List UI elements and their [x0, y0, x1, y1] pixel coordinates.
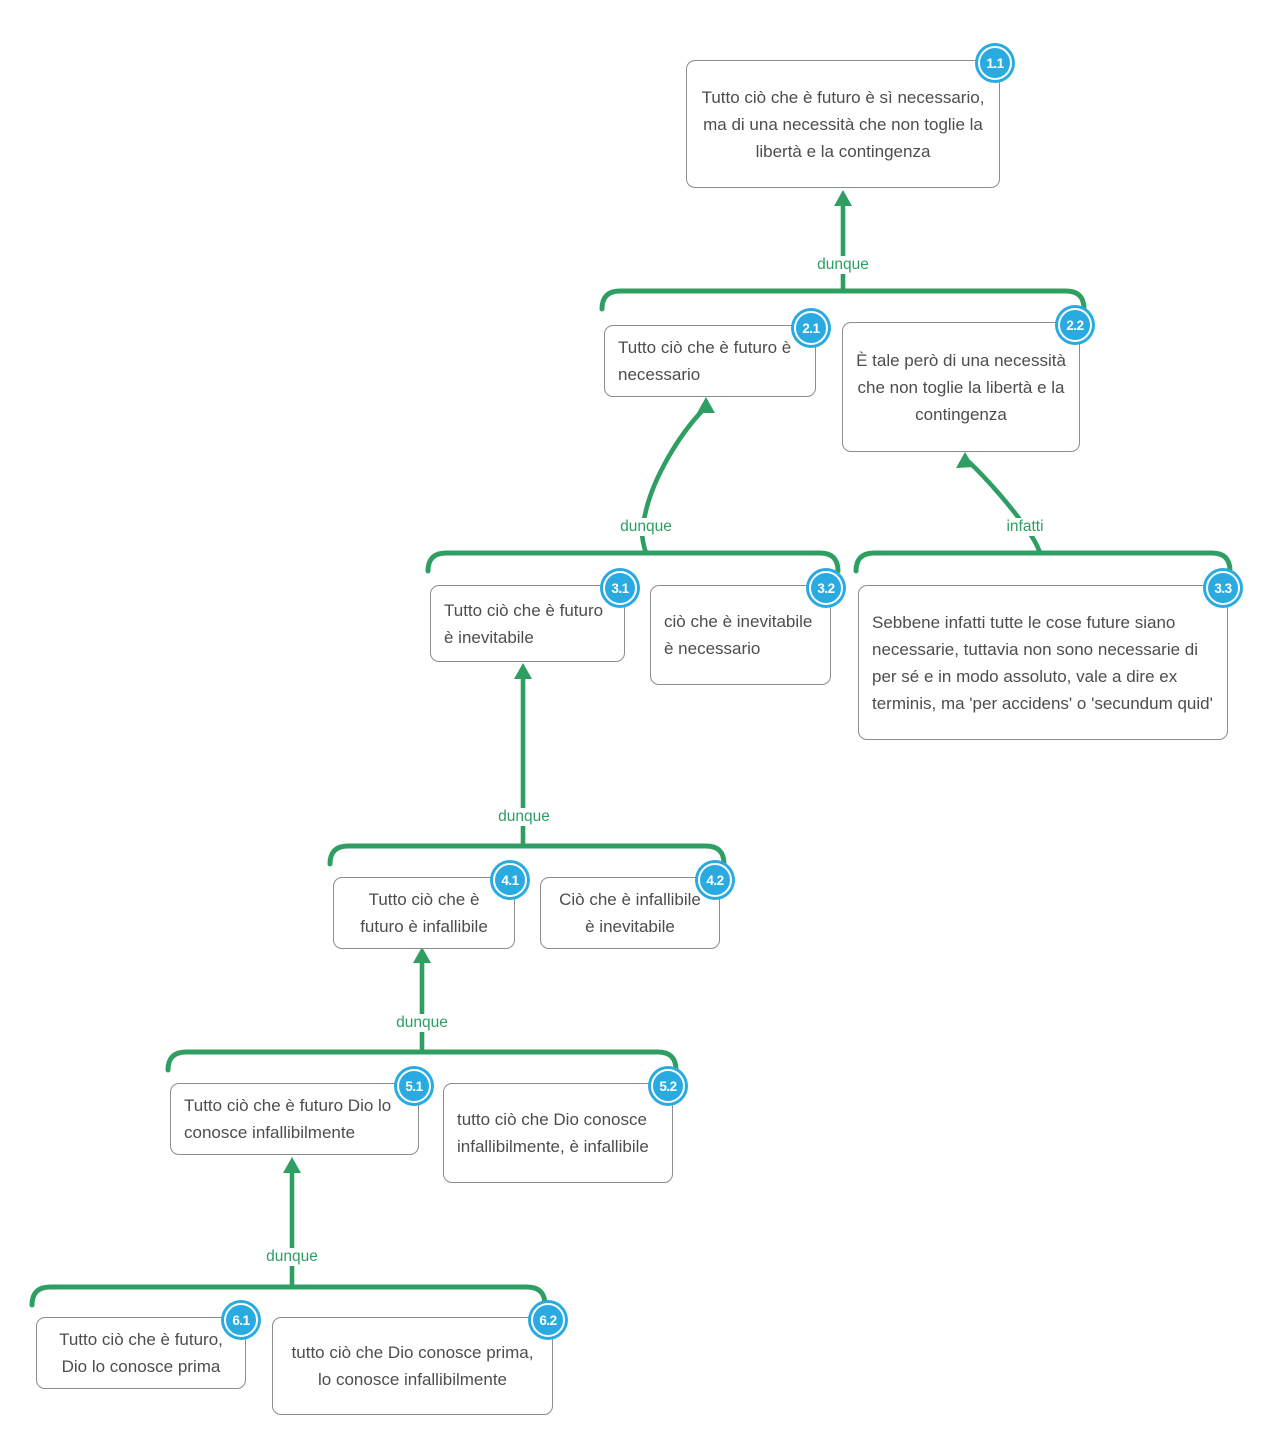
claim-box-5-2[interactable]: 5.2 tutto ciò che Dio conosce infallibil…	[443, 1069, 685, 1183]
claim-text-3-1: Tutto ciò che è futuro è inevitabile	[444, 600, 604, 647]
claim-box-3-2[interactable]: 3.2 ciò che è inevitabile è necessario	[650, 571, 843, 685]
arrow-level3-to-2-1	[639, 407, 706, 556]
arrowhead-to-2-1	[697, 397, 715, 413]
claim-box-4-1[interactable]: 4.1 Tutto ciò che è futuro è infallibile	[333, 863, 527, 949]
node-id-badge-5-2: 5.2	[651, 1069, 685, 1103]
claim-text-1-1: Tutto ciò che è futuro è sì necessario, …	[701, 87, 985, 161]
bracket-level-6	[29, 1284, 548, 1308]
bracket-level-3-right	[853, 550, 1233, 574]
bracket-level-5	[165, 1049, 679, 1073]
node-id-badge-5-1: 5.1	[397, 1069, 431, 1103]
arrowhead-to-4-1	[413, 947, 431, 963]
node-id-badge-6-1: 6.1	[224, 1303, 258, 1337]
arrowhead-to-2-2	[956, 452, 974, 468]
node-id-badge-6-2: 6.2	[531, 1303, 565, 1337]
claim-box-6-1[interactable]: 6.1 Tutto ciò che è futuro, Dio lo conos…	[36, 1303, 258, 1389]
node-id-badge-4-2: 4.2	[698, 863, 732, 897]
node-id-badge-3-2: 3.2	[809, 571, 843, 605]
arrow-level3-to-2-2	[966, 459, 1043, 556]
claim-text-5-2: tutto ciò che Dio conosce infallibilment…	[457, 1110, 649, 1156]
claim-text-3-2: ciò che è inevitabile è necessario	[664, 612, 813, 658]
bracket-level-3-left	[425, 550, 841, 574]
claim-text-2-1: Tutto ciò che è futuro è necessario	[618, 338, 792, 384]
claim-box-3-1[interactable]: 3.1 Tutto ciò che è futuro è inevitabile	[430, 571, 637, 662]
connector-label-dunque-1: dunque	[813, 256, 873, 274]
claim-box-3-3[interactable]: 3.3 Sebbene infatti tutte le cose future…	[858, 571, 1240, 740]
claim-text-5-1: Tutto ciò che è futuro Dio lo conosce in…	[184, 1096, 392, 1142]
claim-text-6-1: Tutto ciò che è futuro, Dio lo conosce p…	[59, 1330, 223, 1376]
claim-text-4-2: Ciò che è infallibile è inevitabile	[559, 890, 701, 936]
claim-text-2-2: È tale però di una necessità che non tog…	[856, 350, 1066, 424]
arrowhead-to-5-1	[283, 1157, 301, 1173]
claim-box-5-1[interactable]: 5.1 Tutto ciò che è futuro Dio lo conosc…	[170, 1069, 431, 1155]
arrowhead-to-1-1	[834, 190, 852, 206]
claim-box-4-2[interactable]: 4.2 Ciò che è infallibile è inevitabile	[540, 863, 732, 949]
connector-label-dunque-4: dunque	[392, 1014, 452, 1032]
claim-text-6-2: tutto ciò che Dio conosce prima, lo cono…	[291, 1343, 534, 1389]
node-id-badge-3-1: 3.1	[603, 571, 637, 605]
connector-label-dunque-2: dunque	[616, 518, 676, 536]
connector-label-dunque-5: dunque	[262, 1248, 322, 1266]
claim-box-1-1[interactable]: 1.1 Tutto ciò che è futuro è sì necessar…	[686, 46, 1012, 188]
connector-label-dunque-3: dunque	[494, 808, 554, 826]
connector-label-infatti: infatti	[1002, 518, 1048, 536]
claim-text-4-1: Tutto ciò che è futuro è infallibile	[360, 890, 488, 936]
claim-box-6-2[interactable]: 6.2 tutto ciò che Dio conosce prima, lo …	[272, 1303, 565, 1415]
arrowhead-to-3-1	[514, 663, 532, 679]
node-id-badge-1-1: 1.1	[978, 46, 1012, 80]
node-id-badge-4-1: 4.1	[493, 863, 527, 897]
bracket-level-2	[599, 288, 1087, 312]
node-id-badge-2-1: 2.1	[794, 311, 828, 345]
node-id-badge-2-2: 2.2	[1058, 308, 1092, 342]
claim-text-3-3: Sebbene infatti tutte le cose future sia…	[872, 612, 1213, 713]
claim-box-2-2[interactable]: 2.2 È tale però di una necessità che non…	[842, 308, 1092, 452]
bracket-level-4	[327, 843, 727, 867]
node-id-badge-3-3: 3.3	[1206, 571, 1240, 605]
claim-box-2-1[interactable]: 2.1 Tutto ciò che è futuro è necessario	[604, 311, 828, 397]
